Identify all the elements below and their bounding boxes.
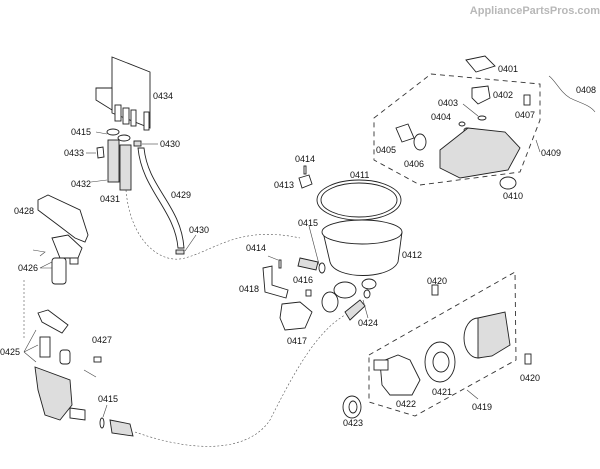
label-0413: 0413 <box>274 180 294 190</box>
label-0406: 0406 <box>404 159 424 169</box>
label-0402: 0402 <box>493 90 513 100</box>
label-0423: 0423 <box>343 418 363 428</box>
label-0414-top: 0414 <box>295 154 315 164</box>
assembly-0409-outline <box>373 73 541 186</box>
part-0416[interactable] <box>305 289 312 297</box>
part-0414-screw-mid[interactable] <box>278 259 282 269</box>
watermark: AppliancePartsPros.com <box>470 5 600 17</box>
part-0404[interactable] <box>458 121 466 127</box>
label-0405: 0405 <box>376 145 396 155</box>
label-0416: 0416 <box>293 275 313 285</box>
part-0421-impeller[interactable] <box>424 341 456 383</box>
part-0402[interactable] <box>471 85 491 105</box>
part-0401[interactable] <box>465 55 496 73</box>
part-0425-housing[interactable] <box>34 309 86 421</box>
part-0415-rings[interactable] <box>106 128 131 142</box>
part-0430-cap-lower[interactable] <box>175 249 185 255</box>
label-0429: 0429 <box>171 190 191 200</box>
label-0410: 0410 <box>503 191 523 201</box>
hose-path <box>134 314 346 447</box>
hose-path <box>125 189 301 260</box>
part-0407[interactable] <box>523 94 531 106</box>
label-0426: 0426 <box>18 263 38 273</box>
label-0421: 0421 <box>432 387 452 397</box>
part-0420-clip-top[interactable] <box>431 284 439 296</box>
label-0422: 0422 <box>396 399 416 409</box>
part-0431-bellows[interactable] <box>119 144 132 191</box>
part-0410-clamp[interactable] <box>499 176 517 190</box>
label-0424: 0424 <box>358 318 378 328</box>
label-0425: 0425 <box>0 347 20 357</box>
label-0430-lower: 0430 <box>189 225 209 235</box>
label-0430-top: 0430 <box>160 139 180 149</box>
label-0418: 0418 <box>239 284 259 294</box>
part-0427[interactable] <box>93 356 102 363</box>
part-0428-cover[interactable] <box>37 194 89 243</box>
part-0434[interactable] <box>95 56 151 131</box>
label-0411: 0411 <box>350 170 369 180</box>
label-0427: 0427 <box>92 335 112 345</box>
label-0415-top: 0415 <box>71 127 91 137</box>
label-0414-mid: 0414 <box>246 243 266 253</box>
part-valve-body[interactable] <box>439 127 521 179</box>
part-0423-grommet[interactable] <box>342 395 362 419</box>
part-0419-motor[interactable] <box>463 311 511 359</box>
label-0404: 0404 <box>431 112 451 122</box>
part-0414-screw-top[interactable] <box>303 165 307 175</box>
label-0434: 0434 <box>153 91 173 101</box>
part-0420-clip-right[interactable] <box>524 353 532 365</box>
label-0420-right: 0420 <box>520 373 540 383</box>
label-0415-lower: 0415 <box>98 394 118 404</box>
part-0408-wire[interactable] <box>548 75 596 113</box>
part-0406[interactable] <box>413 133 427 151</box>
part-middle-bellows[interactable] <box>297 257 319 271</box>
label-0403: 0403 <box>438 98 458 108</box>
part-0433-clip[interactable] <box>96 146 105 159</box>
label-0417: 0417 <box>287 336 307 346</box>
part-0415-ring-mid[interactable] <box>318 262 326 274</box>
part-0422-pump-cover[interactable] <box>373 354 421 396</box>
part-0418[interactable] <box>262 265 289 299</box>
part-0417[interactable] <box>279 301 313 331</box>
assembly-0419-outline <box>368 271 517 417</box>
part-0415-ring-lower[interactable] <box>99 417 105 429</box>
label-0428: 0428 <box>14 206 34 216</box>
label-0432: 0432 <box>71 179 91 189</box>
label-0419: 0419 <box>472 402 492 412</box>
label-0409: 0409 <box>541 148 561 158</box>
label-0408: 0408 <box>576 85 596 95</box>
part-0403[interactable] <box>477 115 487 121</box>
part-0412-sump[interactable] <box>321 219 403 299</box>
part-0424-bellows[interactable] <box>344 299 366 321</box>
label-0415-mid: 0415 <box>298 218 318 228</box>
label-0431: 0431 <box>100 194 120 204</box>
label-0412: 0412 <box>402 250 422 260</box>
part-0429-hose[interactable] <box>137 147 185 249</box>
label-0407: 0407 <box>515 110 535 120</box>
part-0413[interactable] <box>298 174 313 189</box>
label-0401: 0401 <box>498 64 518 74</box>
part-0430-cap[interactable] <box>133 140 142 147</box>
part-0432-bellows[interactable] <box>107 139 120 183</box>
part-ring-mid[interactable] <box>321 291 339 313</box>
label-0420-top: 0420 <box>427 276 447 286</box>
part-0426-sensor[interactable] <box>32 234 83 285</box>
part-0405[interactable] <box>395 123 415 143</box>
part-lower-bellows[interactable] <box>109 419 134 437</box>
label-0433: 0433 <box>64 148 84 158</box>
